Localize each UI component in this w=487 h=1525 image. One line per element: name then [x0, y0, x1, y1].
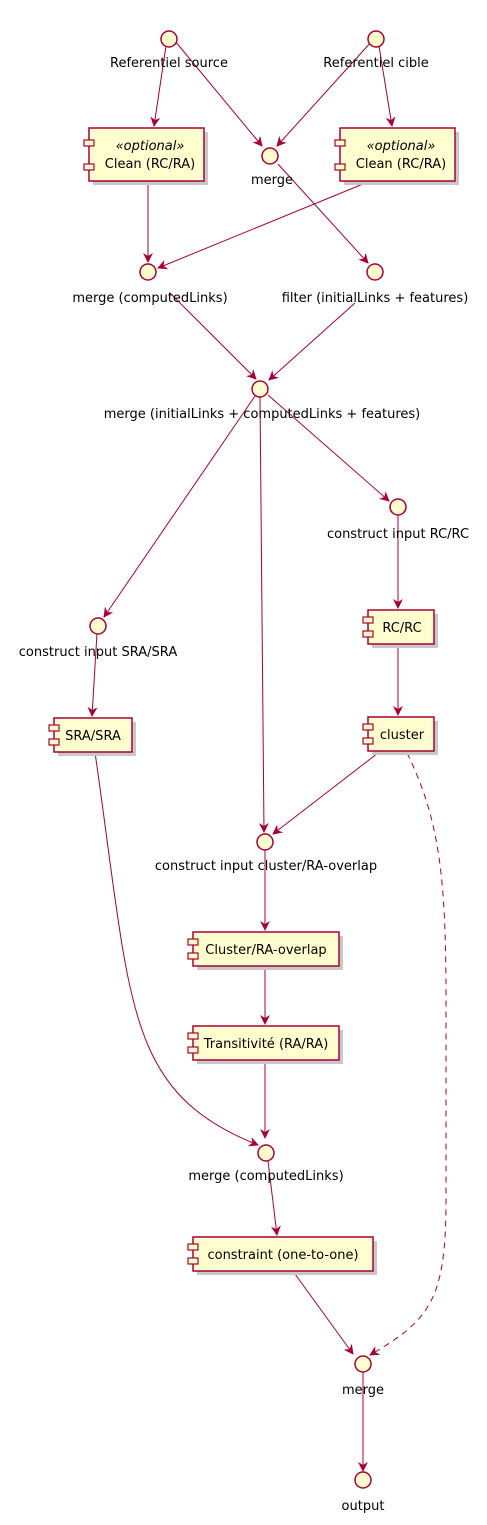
- merge-computed-2-label: merge (computedLinks): [188, 1169, 343, 1184]
- rc-rc-label: RC/RC: [382, 621, 421, 636]
- construct-rc-label: construct input RC/RC: [327, 527, 469, 542]
- clean-left-stereotype: «optional»: [116, 139, 185, 154]
- interfaces: [89, 30, 407, 1489]
- ref-cible-circle: [367, 30, 385, 48]
- output-label: output: [342, 1499, 385, 1514]
- clean-right-stereotype: «optional»: [367, 139, 436, 154]
- edge-srasra-to-merge-computed-2: [91, 731, 259, 1147]
- edge-sra-input-to-srasra: [87, 632, 98, 717]
- component-cluster: cluster: [362, 716, 438, 755]
- edge-merge-computed-to-merge-all: [169, 292, 257, 380]
- construct-cluster-circle: [256, 833, 274, 851]
- edges: [87, 40, 447, 1472]
- component-constraint: constraint (one-to-one): [187, 1236, 377, 1275]
- edge-cible-to-merge: [276, 40, 373, 147]
- ref-cible-label: Referentiel cible: [323, 56, 428, 71]
- edge-source-to-clean-left: [150, 45, 167, 127]
- merge-all-label: merge (initialLinks + computedLinks + fe…: [104, 407, 420, 422]
- interface-labels: Referentiel source Referentiel cible mer…: [19, 56, 469, 1514]
- merge-computed-1-label: merge (computedLinks): [72, 291, 227, 306]
- merge-top-label: merge: [251, 173, 293, 188]
- component-transitivite: Transitivité (RA/RA): [187, 1025, 343, 1064]
- output-circle: [354, 1471, 372, 1489]
- edge-cluster-to-cluster-input: [272, 752, 379, 835]
- edge-merge-to-filter: [277, 163, 369, 264]
- construct-sra-circle: [89, 617, 107, 635]
- filter-initial-circle: [366, 263, 384, 281]
- component-sra-sra: SRA/SRA: [48, 717, 136, 756]
- component-cluster-overlap: Cluster/RA-overlap: [187, 931, 343, 970]
- sra-sra-label: SRA/SRA: [65, 729, 121, 744]
- clean-left-label: Clean (RC/RA): [105, 157, 195, 172]
- component-rc-rc: RC/RC: [362, 609, 438, 648]
- constraint-label: constraint (one-to-one): [207, 1248, 358, 1263]
- edge-clean-right-to-merge-computed: [157, 183, 364, 270]
- edge-merge-all-to-cluster-input: [258, 396, 269, 833]
- component-clean-right: «optional» Clean (RC/RA): [334, 127, 459, 185]
- edge-cluster-to-final-merge: [369, 752, 447, 1356]
- merge-computed-1-circle: [139, 263, 157, 281]
- cluster-label: cluster: [380, 728, 425, 743]
- edge-filter-to-merge-all: [268, 302, 356, 381]
- edge-cible-to-clean-right: [378, 45, 396, 127]
- merge-all-circle: [251, 380, 269, 398]
- ref-source-label: Referentiel source: [110, 56, 228, 71]
- edge-merge-all-to-rc-input: [267, 394, 390, 502]
- construct-rc-circle: [389, 498, 407, 516]
- edge-merge-computed-2-to-constraint: [267, 1160, 281, 1236]
- component-clean-left: «optional» Clean (RC/RA): [83, 127, 208, 185]
- merge-computed-2-circle: [257, 1144, 275, 1162]
- filter-initial-label: filter (initialLinks + features): [282, 291, 469, 306]
- construct-cluster-label: construct input cluster/RA-overlap: [155, 859, 377, 874]
- ref-source-circle: [160, 30, 178, 48]
- edge-merge-all-to-sra-input: [103, 395, 256, 618]
- edge-constraint-to-final-merge: [294, 1273, 354, 1355]
- merge-final-circle: [354, 1355, 372, 1373]
- merge-top-circle: [261, 147, 279, 165]
- construct-sra-label: construct input SRA/SRA: [19, 645, 178, 660]
- clean-right-label: Clean (RC/RA): [356, 157, 446, 172]
- transitivite-label: Transitivité (RA/RA): [203, 1037, 329, 1052]
- cluster-overlap-label: Cluster/RA-overlap: [205, 943, 326, 958]
- merge-final-label: merge: [342, 1383, 384, 1398]
- edge-source-to-merge: [174, 40, 263, 147]
